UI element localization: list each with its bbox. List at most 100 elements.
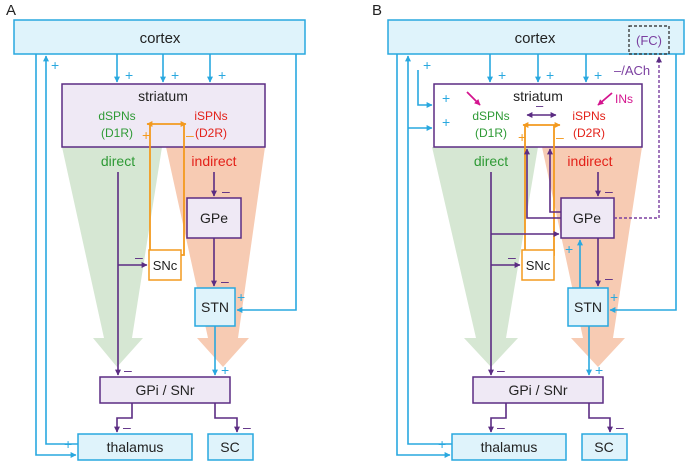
gpi-snr-box — [99, 376, 231, 404]
panel-a-letter: A — [6, 2, 16, 19]
direct-label: direct — [474, 153, 508, 169]
thalamus-striatum-arrow — [417, 70, 433, 108]
panel-b-letter: B — [372, 2, 382, 19]
sc-box — [207, 433, 254, 461]
snc-label: SNc — [526, 258, 551, 273]
gpi-thalamus-arrow — [488, 403, 507, 433]
cortex-label: cortex — [140, 30, 181, 47]
thalamus-label: thalamus — [107, 439, 164, 455]
ins-label: INs — [615, 92, 633, 106]
panel-b: B cortex (FC) + + + –/ACh striatum dSPNs… — [372, 2, 685, 461]
sc-label: SC — [220, 439, 239, 455]
plus-sign: + — [546, 67, 554, 83]
plus-sign: + — [125, 67, 133, 83]
gpe-label: GPe — [200, 210, 228, 226]
plus-sign: + — [237, 289, 245, 305]
thalamus-cortex-arrow — [405, 55, 452, 445]
striatum-label: striatum — [138, 88, 188, 104]
minus-sign: – — [536, 98, 544, 113]
fc-dashed-box — [628, 25, 670, 55]
minus-sign: – — [616, 419, 624, 435]
snc-label: SNc — [153, 258, 178, 273]
minus-sign: – — [222, 183, 230, 199]
thalamus-box — [77, 433, 193, 461]
gpe-fc-dashed-arrow — [614, 56, 662, 219]
plus-sign: + — [442, 90, 450, 106]
striatum-box — [61, 83, 266, 148]
stn-box — [194, 287, 236, 327]
snc-box — [521, 249, 555, 281]
cortex-label: cortex — [515, 30, 556, 47]
d2r-label: (D2R) — [573, 126, 605, 140]
stn-label: STN — [201, 299, 229, 315]
dspn-label: dSPNs — [98, 109, 135, 123]
plus-sign: + — [565, 241, 573, 257]
direct-pathway-arrow — [432, 147, 538, 367]
cortex-thalamus-arrow — [35, 54, 77, 458]
plus-sign: + — [610, 289, 618, 305]
d2r-label: (D2R) — [195, 126, 227, 140]
minus-sign: – — [221, 273, 229, 289]
minus-sign: – — [123, 419, 131, 435]
thalamus-cortex-arrow — [43, 55, 78, 445]
fc-label: (FC) — [636, 33, 662, 48]
d1r-label: (D1R) — [101, 126, 133, 140]
minus-sign: – — [243, 419, 251, 435]
cortex-stn-hyperdirect-arrow — [609, 54, 677, 313]
minus-sign: – — [508, 249, 516, 265]
plus-sign: + — [518, 129, 526, 145]
cortex-stn-hyperdirect-arrow — [236, 54, 297, 313]
interneuron-arrow — [466, 91, 481, 106]
direct-pathway-arrow — [62, 147, 162, 367]
sc-label: SC — [594, 439, 613, 455]
plus-sign: + — [218, 67, 226, 83]
gpe-striatum-arrow — [547, 148, 561, 213]
gpi-snr-label: GPi / SNr — [135, 382, 194, 398]
minus-sign: – — [497, 362, 505, 378]
plus-sign: + — [142, 127, 150, 143]
minus-sign: – — [556, 129, 564, 145]
gpi-snr-label: GPi / SNr — [508, 382, 567, 398]
plus-sign: + — [221, 362, 229, 378]
minus-sign: – — [605, 270, 613, 286]
gpe-label: GPe — [573, 210, 601, 226]
dspn-label: dSPNs — [472, 109, 509, 123]
snc-box — [148, 249, 182, 281]
indirect-label: indirect — [191, 153, 236, 169]
direct-label: direct — [101, 153, 135, 169]
plus-sign: + — [442, 114, 450, 130]
minus-sign: – — [186, 127, 194, 143]
striatum-label: striatum — [513, 88, 563, 104]
ispn-label: iSPNs — [194, 109, 227, 123]
panel-a: A cortex + + + striatum dSPNs (D1R) iSPN… — [6, 2, 306, 461]
minus-sign: – — [497, 419, 505, 435]
thalamus-box — [451, 433, 567, 461]
thalamus-label: thalamus — [481, 439, 538, 455]
d1r-label: (D1R) — [475, 126, 507, 140]
plus-sign: + — [51, 57, 59, 73]
minus-sign: – — [605, 183, 613, 199]
plus-sign: + — [498, 67, 506, 83]
plus-sign: + — [594, 67, 602, 83]
ach-label: –/ACh — [614, 63, 650, 78]
minus-sign: – — [135, 249, 143, 265]
gpi-thalamus-arrow — [114, 403, 133, 433]
stn-box — [567, 287, 609, 327]
plus-sign: + — [595, 362, 603, 378]
gpi-snr-box — [472, 376, 604, 404]
gpi-sc-arrow — [588, 403, 613, 433]
plus-sign: + — [423, 57, 431, 73]
minus-sign: – — [124, 362, 132, 378]
gpe-striatum-arrow — [524, 148, 561, 219]
interneuron-arrow — [597, 92, 613, 106]
ispn-label: iSPNs — [572, 109, 605, 123]
cortex-thalamus-arrow — [396, 54, 451, 458]
stn-label: STN — [574, 299, 602, 315]
plus-sign: + — [171, 67, 179, 83]
indirect-label: indirect — [567, 153, 612, 169]
indirect-pathway-arrow — [542, 147, 642, 367]
gpi-sc-arrow — [214, 403, 240, 433]
sc-box — [581, 433, 628, 461]
cortex-box — [13, 19, 306, 55]
